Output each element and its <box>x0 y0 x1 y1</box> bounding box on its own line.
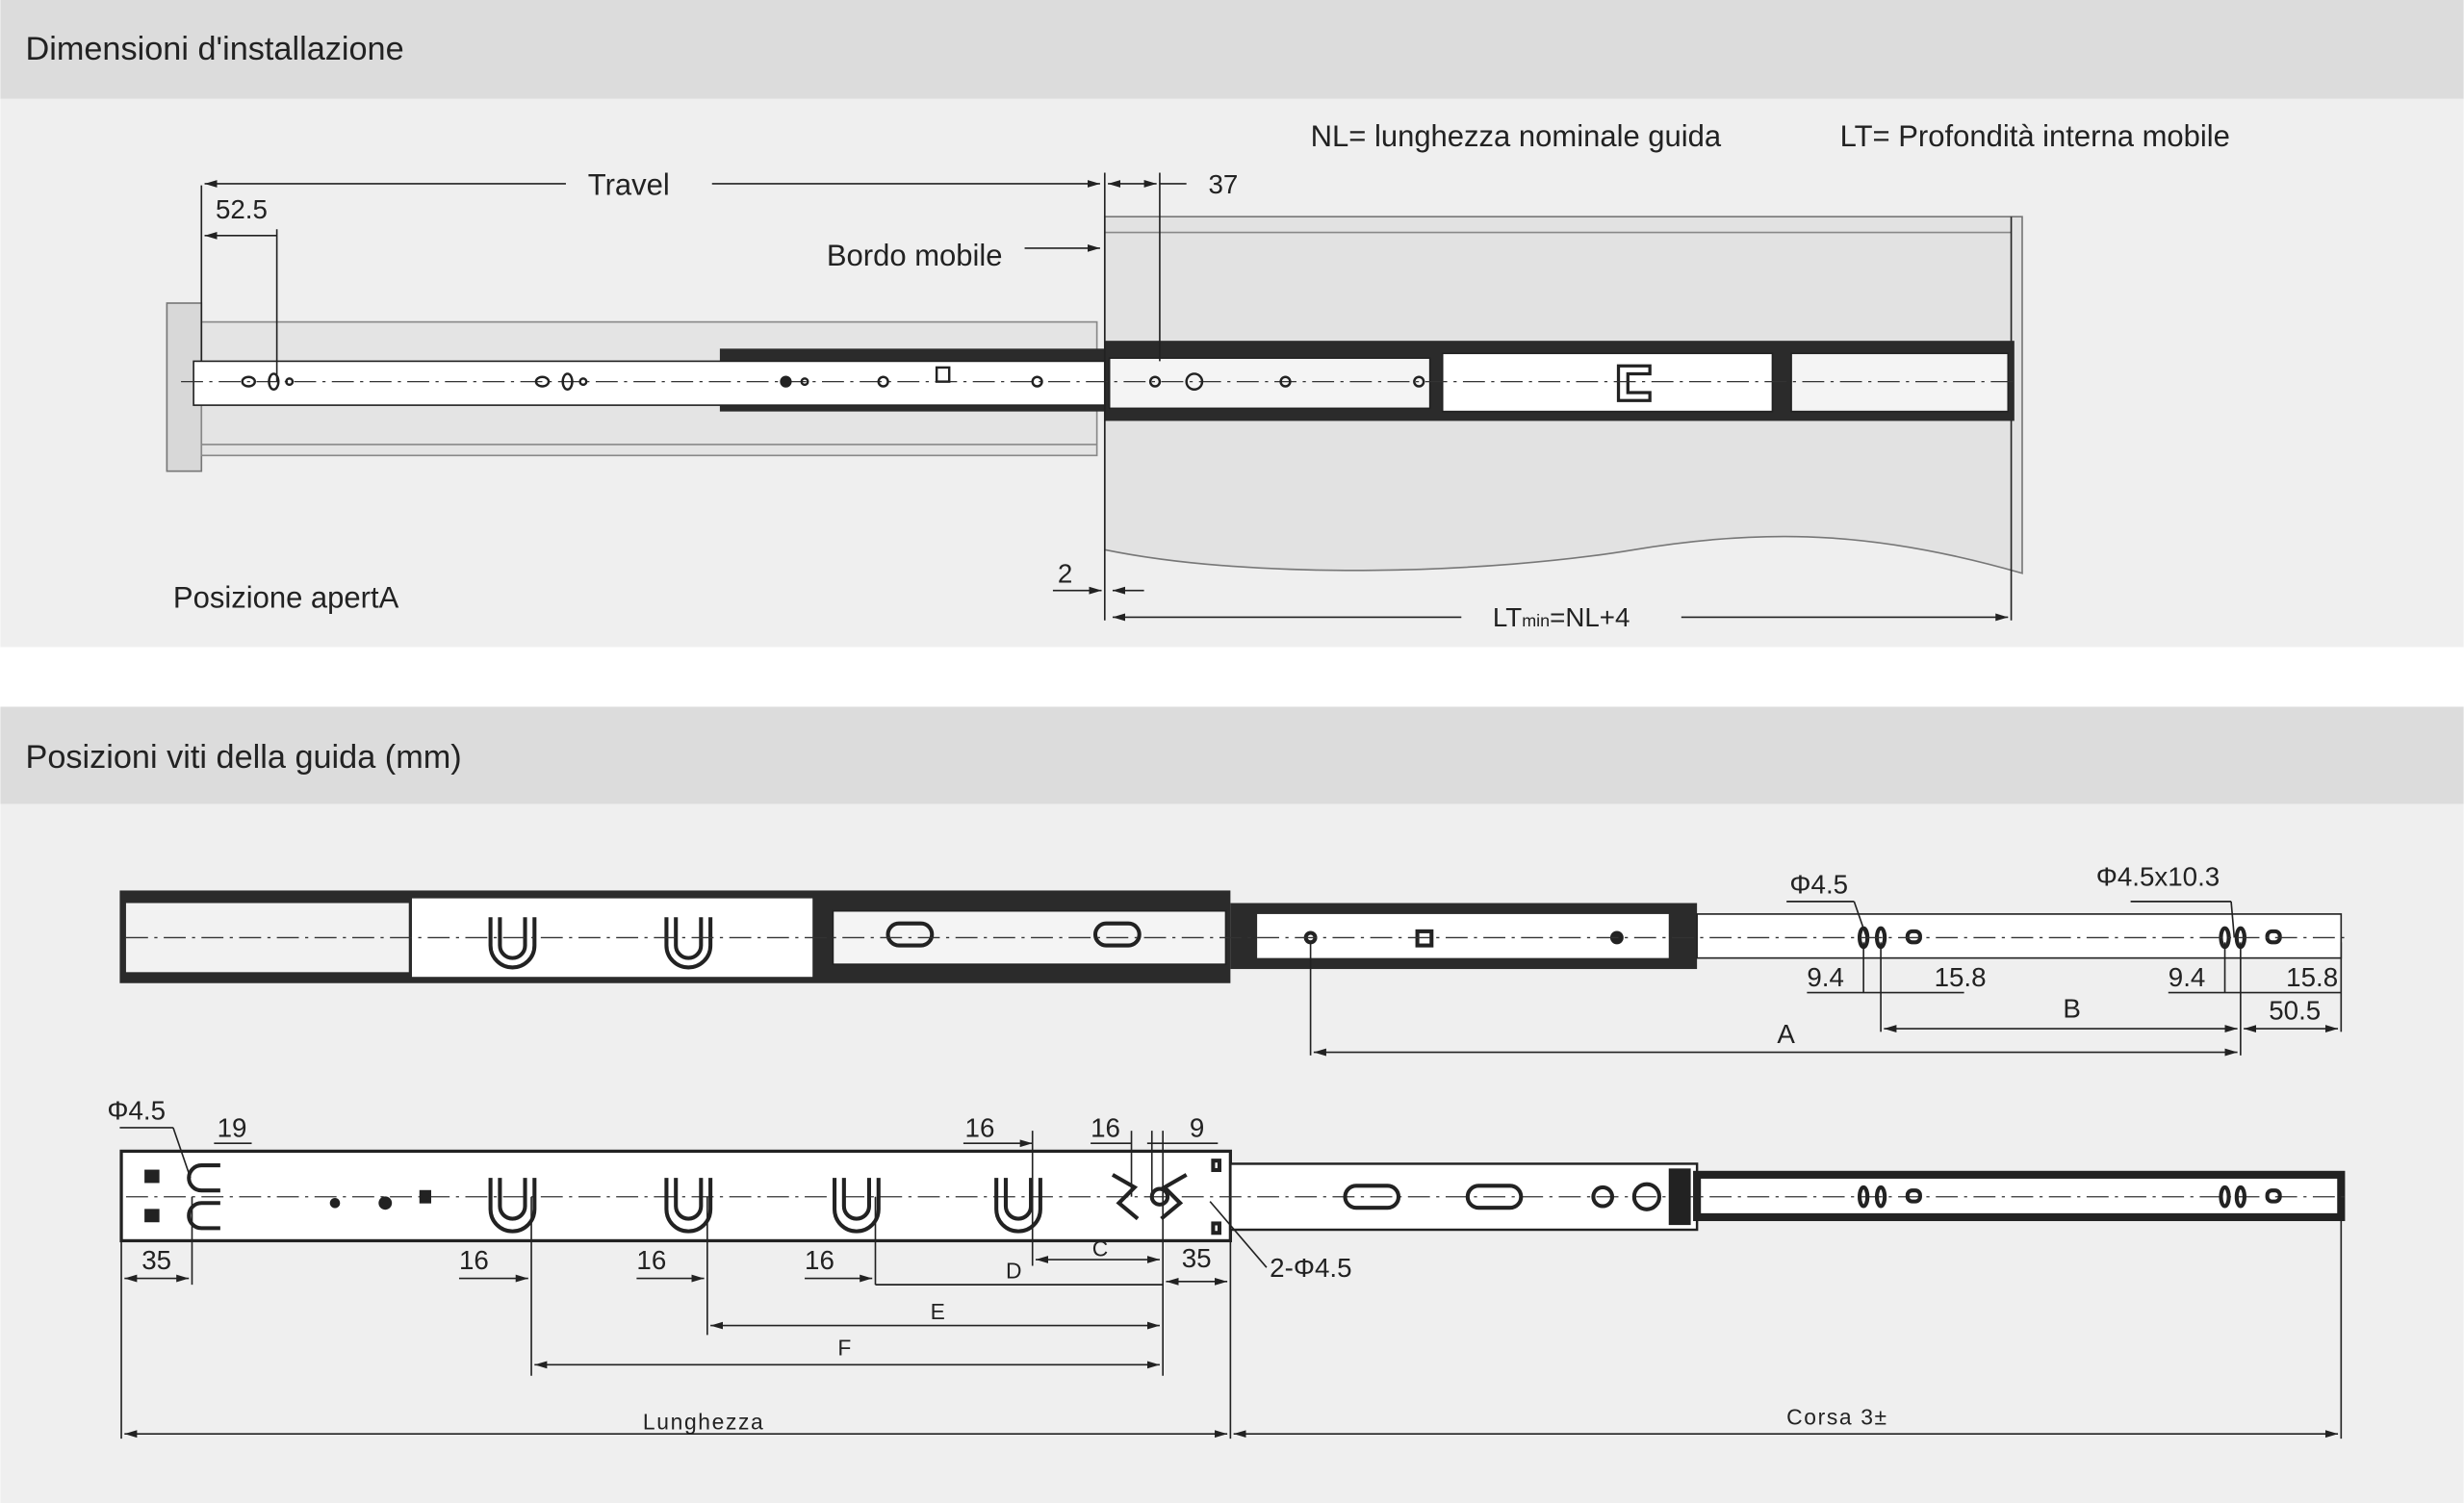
dim-52-5: 52.5 <box>216 194 268 224</box>
dim-37: 37 <box>1209 169 1239 199</box>
dim-a: A <box>1777 1019 1795 1049</box>
rail-side-view: Φ4.5 19 16 16 9 35 16 16 16 C D 35 2-Φ4.… <box>107 1096 2349 1439</box>
inner-rail <box>1693 1170 2346 1222</box>
dim-e: E <box>931 1299 947 1324</box>
holes-label: 2-Φ4.5 <box>1270 1253 1351 1283</box>
top-installation-view: NL= lunghezza nominale guida LT= Profond… <box>166 119 2230 632</box>
leader <box>1209 1201 1268 1268</box>
dim-b: B <box>2063 994 2081 1024</box>
lunghezza-label: Lunghezza <box>643 1409 764 1434</box>
section2-title: Posizioni viti della guida (mm) <box>25 739 461 776</box>
phi45-label: Φ4.5 <box>107 1096 166 1126</box>
stop-block <box>1668 1168 1691 1226</box>
bordo-mobile-label: Bordo mobile <box>827 239 1003 272</box>
dim-c: C <box>1092 1236 1110 1261</box>
phi45-label: Φ4.5 <box>1789 870 1848 900</box>
dim-35-left: 35 <box>141 1245 171 1275</box>
leader <box>172 1127 192 1179</box>
dim-16-bottom-c: 16 <box>805 1245 834 1275</box>
soft-close-mechanism <box>1790 352 2010 413</box>
dim-16-top-b: 16 <box>1091 1113 1120 1143</box>
leader <box>1853 901 1868 938</box>
dim-9: 9 <box>1190 1113 1204 1143</box>
travel-label: Travel <box>588 167 670 201</box>
inner-rail <box>192 360 1106 406</box>
mounting-slots <box>144 1159 2282 1236</box>
legend-nl: NL= lunghezza nominale guida <box>1311 119 1722 153</box>
dim-35-right: 35 <box>1182 1243 1212 1273</box>
dim-15-8-b: 15.8 <box>2286 962 2338 992</box>
dim-16-bottom-b: 16 <box>636 1245 666 1275</box>
middle-rail-face <box>1257 913 1669 958</box>
ball-cage <box>1108 357 1431 410</box>
dim-d: D <box>1006 1259 1023 1284</box>
section2-header-band <box>0 706 2464 804</box>
dim-f: F <box>837 1336 853 1361</box>
lt-formula: LTmin=NL+4 <box>1493 602 1630 632</box>
dim-19: 19 <box>218 1113 247 1143</box>
ext-lines <box>120 1131 2343 1439</box>
dim-16-top-a: 16 <box>965 1113 995 1143</box>
phi45x103-label: Φ4.5x10.3 <box>2096 862 2220 892</box>
dim-2: 2 <box>1058 559 1072 589</box>
rail-top-view: Φ4.5 Φ4.5x10.3 9.4 15.8 9.4 15.8 50.5 B … <box>119 862 2349 1057</box>
dim-50-5: 50.5 <box>2269 995 2321 1025</box>
dim-16-bottom-a: 16 <box>459 1245 489 1275</box>
section1-header-band <box>0 0 2464 99</box>
section1-title: Dimensioni d'installazione <box>25 31 403 67</box>
position-label: Posizione apertA <box>173 581 399 615</box>
dim-9-4-b: 9.4 <box>2169 962 2206 992</box>
outer-rail-bracket <box>1441 352 1774 413</box>
legend-lt: LT= Profondità interna mobile <box>1840 119 2230 153</box>
dim-9-4-a: 9.4 <box>1807 962 1844 992</box>
mounting-slot-icon <box>1616 364 1652 402</box>
corsa-label: Corsa 3± <box>1786 1404 1888 1429</box>
leader <box>2230 901 2236 938</box>
ext-lines <box>1309 942 2343 1056</box>
rail-holes <box>241 366 1425 392</box>
dim-15-8-a: 15.8 <box>1935 962 1987 992</box>
